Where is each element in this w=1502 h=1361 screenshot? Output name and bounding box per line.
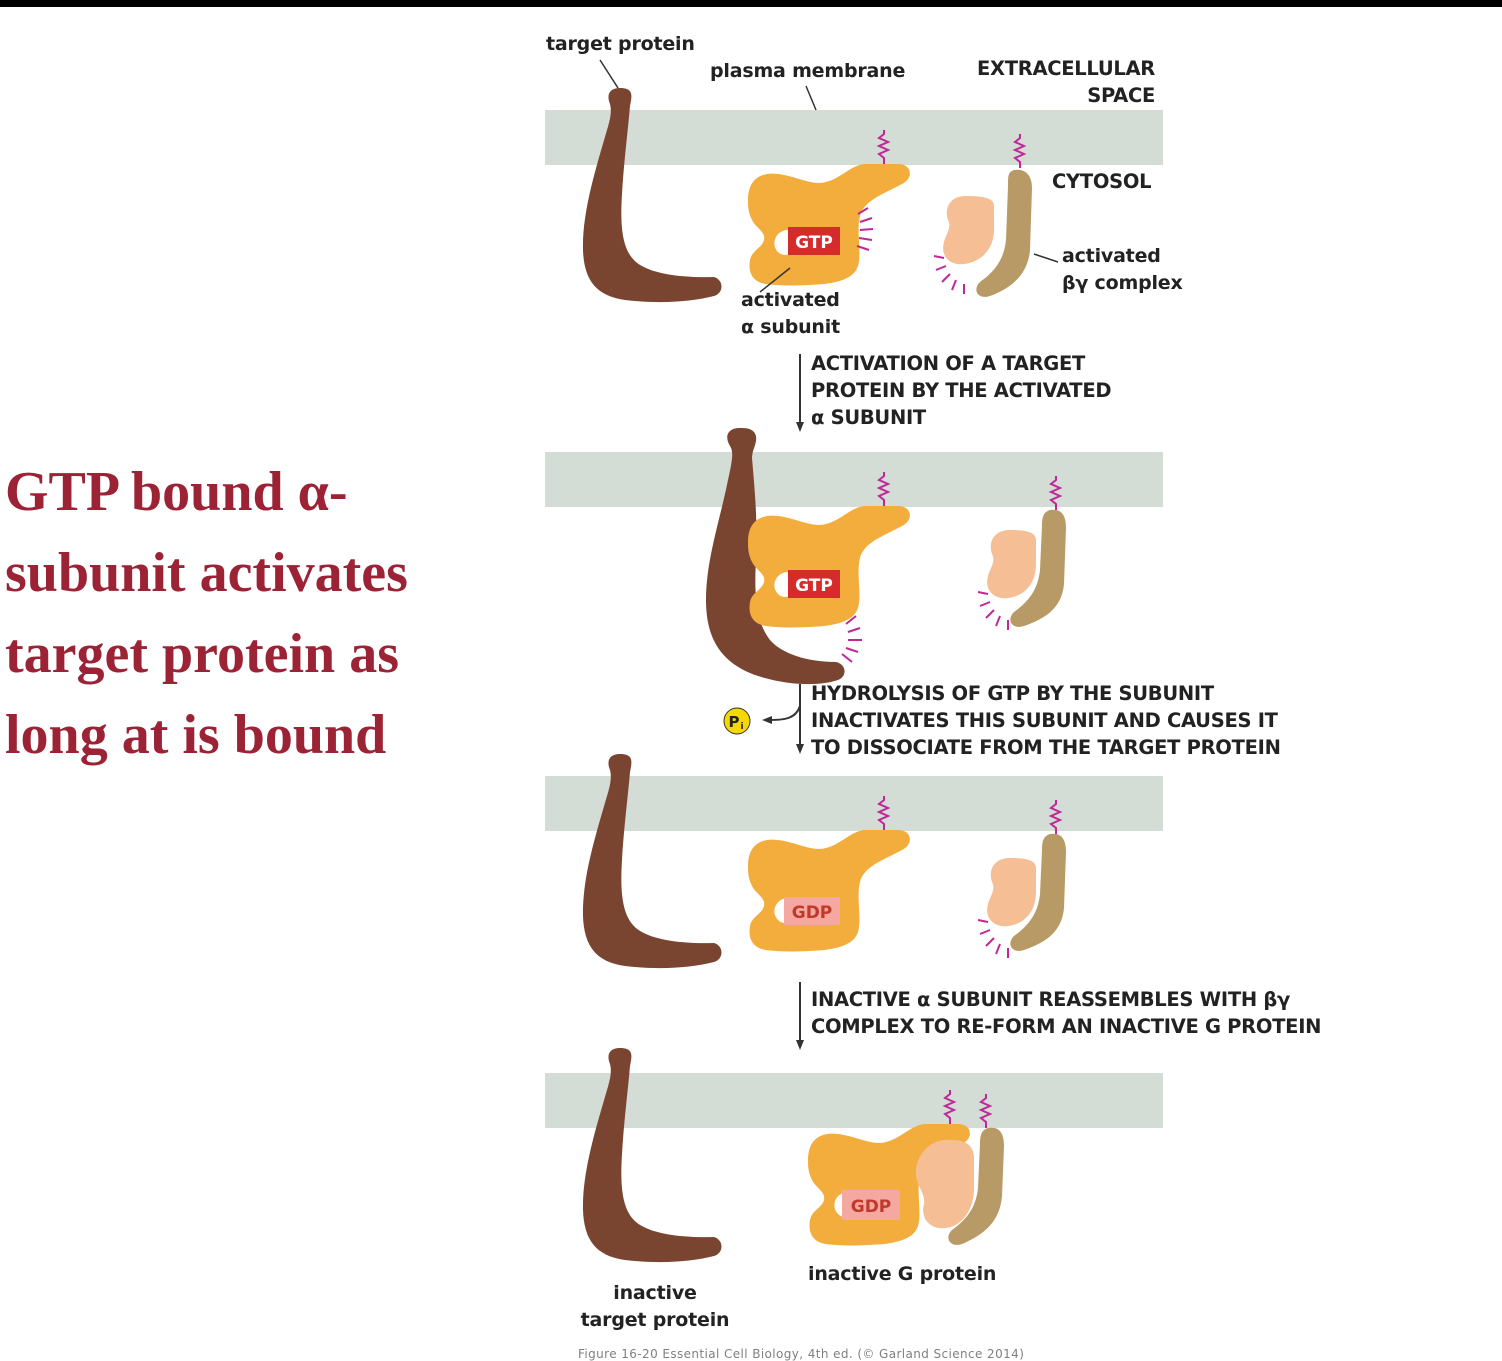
- effector-site-bg-panel-1: [933, 255, 965, 294]
- gtp-label-panel-2: GTP: [795, 576, 833, 596]
- effector-site-alpha-panel-2: [841, 615, 862, 663]
- label-inactive-target-protein: inactive target protein: [580, 1282, 730, 1331]
- phosphate-icon: P i: [723, 707, 751, 735]
- lipid-anchor-alpha-panel-4: [942, 1090, 957, 1124]
- plasma-membrane-panel-2: [545, 452, 1163, 507]
- alpha-subunit-panel-3: GDP: [748, 830, 910, 952]
- step-label-2: HYDROLYSIS OF GTP BY THE SUBUNIT INACTIV…: [811, 682, 1281, 759]
- step-arrow-2: [762, 684, 804, 754]
- beta-gamma-complex-panel-1: [943, 169, 1032, 297]
- lipid-anchor-gamma-panel-4: [978, 1094, 993, 1128]
- label-plasma-membrane: plasma membrane: [710, 60, 906, 82]
- plasma-membrane-panel-1: [545, 110, 1163, 165]
- step-arrow-3: [796, 982, 804, 1050]
- plasma-membrane-panel-3: [545, 776, 1163, 831]
- lipid-anchor-alpha-panel-2: [876, 472, 891, 506]
- label-activated-bg-complex: activated βγ complex: [1062, 245, 1183, 294]
- svg-text:P: P: [729, 713, 740, 731]
- label-extracellular-space: EXTRACELLULAR SPACE: [976, 57, 1155, 107]
- step-label-3: INACTIVE α SUBUNIT REASSEMBLES WITH βγ C…: [811, 988, 1322, 1038]
- step-label-1: ACTIVATION OF A TARGET PROTEIN BY THE AC…: [811, 352, 1112, 429]
- step-arrow-1: [796, 354, 804, 432]
- top-border-bar: [0, 0, 1502, 7]
- lipid-anchor-alpha-panel-3: [876, 796, 891, 830]
- effector-site-bg-panel-3: [977, 919, 1009, 958]
- label-activated-alpha-subunit: activated α subunit: [741, 289, 840, 338]
- plasma-membrane-panel-4: [545, 1073, 1163, 1128]
- beta-gamma-complex-panel-3: [987, 833, 1066, 951]
- svg-text:i: i: [740, 722, 743, 732]
- lipid-anchor-gamma-panel-1: [1012, 134, 1027, 168]
- target-protein-panel-4: [582, 1048, 722, 1263]
- lipid-anchor-gamma-panel-2: [1048, 476, 1063, 510]
- figure-citation: Figure 16-20 Essential Cell Biology, 4th…: [578, 1347, 1025, 1361]
- target-protein-panel-2: [706, 428, 845, 685]
- alpha-subunit-panel-1: GTP: [748, 164, 910, 286]
- alpha-subunit-panel-2: GTP: [748, 506, 910, 628]
- effector-site-bg-panel-2: [977, 591, 1009, 630]
- effector-site-alpha-panel-1: [856, 207, 874, 251]
- gtp-label-panel-1: GTP: [795, 233, 833, 253]
- gdp-label-panel-4: GDP: [851, 1197, 892, 1217]
- label-cytosol: CYTOSOL: [1052, 170, 1152, 193]
- label-target-protein: target protein: [546, 33, 695, 55]
- beta-gamma-complex-panel-4: [915, 1127, 1004, 1245]
- target-protein-panel-3: [582, 754, 722, 969]
- lipid-anchor-gamma-panel-3: [1048, 800, 1063, 834]
- label-leader-lines-panel-1: [599, 59, 1059, 293]
- slide-title: GTP bound α- subunit activates target pr…: [5, 461, 408, 766]
- target-protein-panel-1: [582, 88, 722, 303]
- beta-gamma-complex-panel-2: [987, 509, 1066, 627]
- gdp-label-panel-3: GDP: [792, 903, 833, 923]
- label-inactive-g-protein: inactive G protein: [808, 1263, 997, 1285]
- lipid-anchor-alpha-panel-1: [876, 130, 891, 164]
